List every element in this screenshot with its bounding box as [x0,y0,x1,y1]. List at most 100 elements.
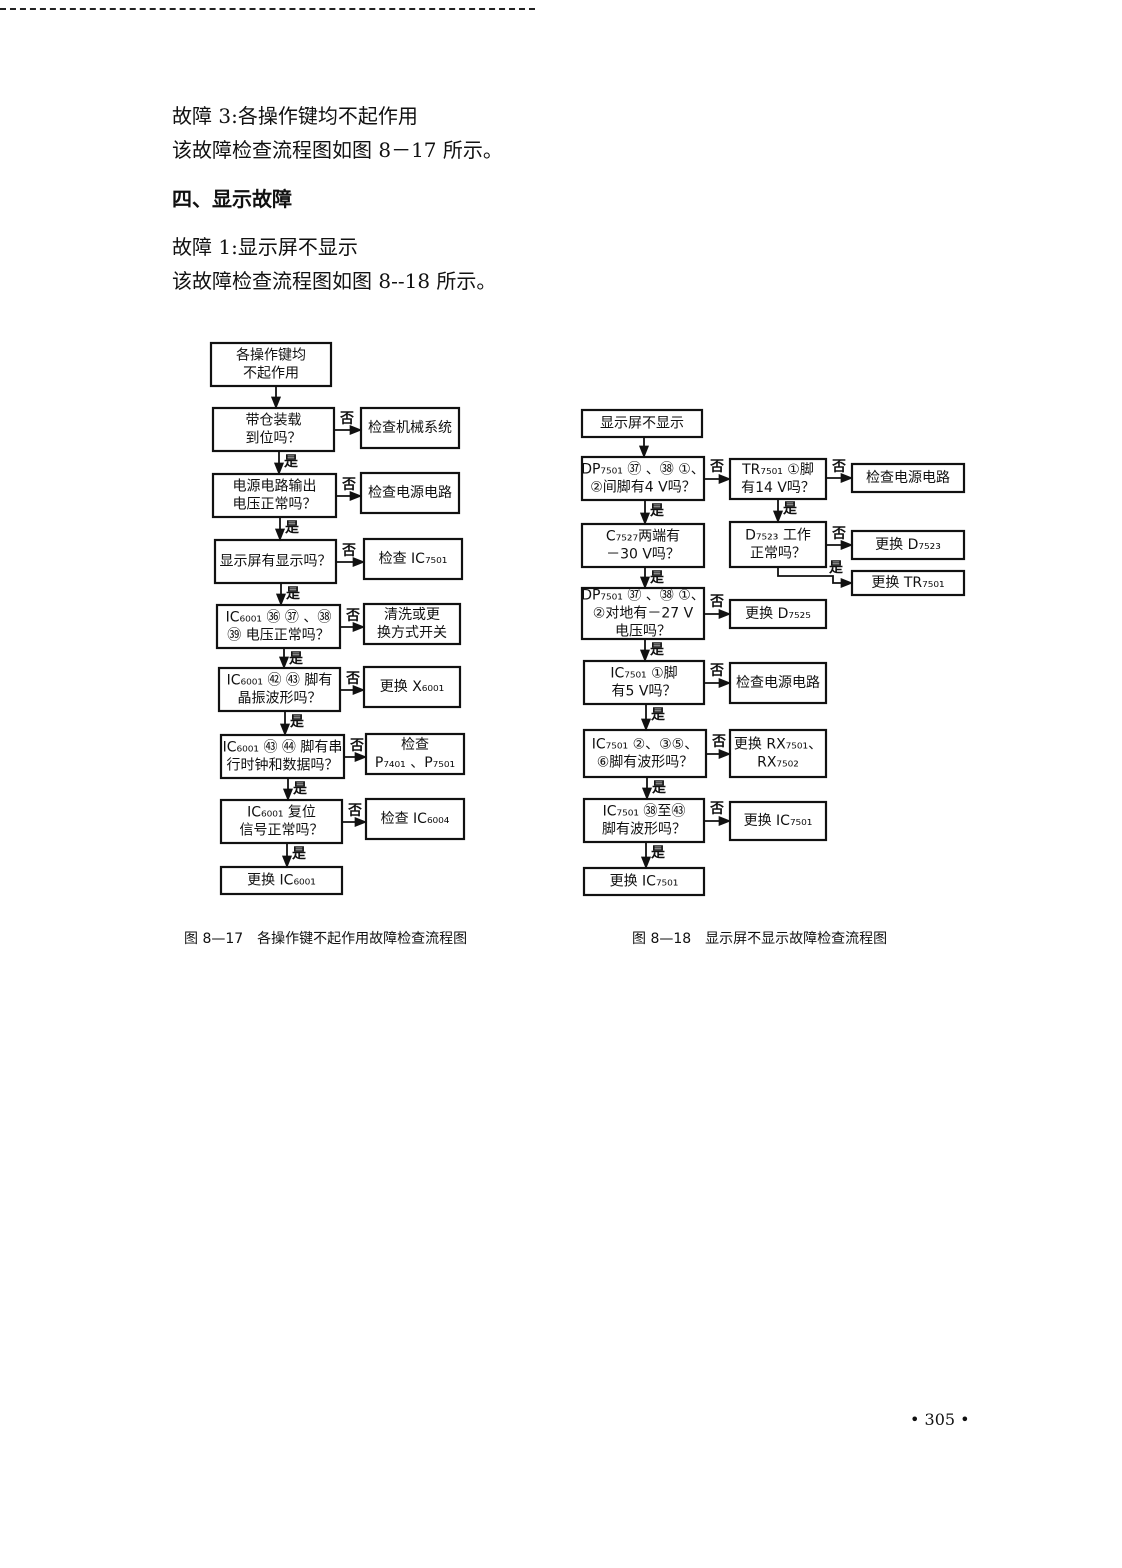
fig17-no-label: 否 [341,543,356,559]
fault1-title: 故障 1:显示屏不显示 [172,235,358,259]
fig18-no-label: 否 [831,526,846,542]
fig17-yes-label: 是 [293,781,308,797]
page-number: • 305 • [910,1410,970,1429]
fig18-check-2-text: 正常吗？ [750,546,806,562]
fig17-step-9: 更换 IC₆₀₀₁ [219,865,344,896]
fig18-action-3-text: 更换 TR₇₅₀₁ [871,574,944,591]
figure-8-17-caption: 图 8—17 各操作键不起作用故障检查流程图 [184,931,468,947]
fig18-step-6-text: ⑥脚有波形吗？ [597,755,694,771]
fig18-yes-label: 是 [651,845,666,861]
fig17-yes-label: 是 [284,454,299,470]
section-heading: 四、显示故障 [172,187,292,211]
fig18-no-label: 否 [709,594,724,610]
figure-8-18-flowchart: 显示屏不显示 DP₇₅₀₁ ㊲ 、㊳ ①、 ②间脚有4 V吗？ C₇₅₂₇两端有－30… [580,408,966,897]
fig17-yes-label: 是 [292,846,307,862]
fig17-no-label: 否 [345,608,360,624]
fig18-action-5-text: 检查电源电路 [736,675,820,691]
fig18-action-1: 检查电源电路 [850,462,966,494]
fig17-step-7-text: 行时钟和数据吗？ [227,757,339,774]
fig18-action-7: 更换 IC₇₅₀₁ [728,800,828,842]
fig18-action-5: 检查电源电路 [728,661,828,705]
fig18-yes-label: 是 [651,707,666,723]
fig18-action-2: 更换 D₇₅₂₃ [850,529,966,561]
fig17-step-2-text: 到位吗？ [246,431,302,447]
fig18-step-1: 显示屏不显示 [580,408,704,439]
fig17-yes-label: 是 [289,651,304,667]
fig18-check-1-text: TR₇₅₀₁ ①脚 [741,462,814,478]
fig18-step-1-text: 显示屏不显示 [600,416,684,432]
fig18-step-4-text: 电压吗？ [615,624,671,640]
fig18-action-6-text: RX₇₅₀₂ [757,755,799,771]
fig17-step-7-text: IC₆₀₀₁ ㊸ ㊹ 脚有串 [223,740,343,756]
fig18-no-label: 否 [709,801,724,817]
fig18-step-3: C₇₅₂₇两端有－30 V吗？ [580,522,706,569]
fig18-step-5-text: 有5 V吗？ [612,684,677,700]
fig17-action-6-text: P₇₄₀₁ 、P₇₅₀₁ [375,755,455,771]
top-dashed-rule [0,0,535,10]
fig17-yes-label: 是 [290,714,305,730]
fig18-step-6-text: IC₇₅₀₁ ②、③⑤、 [592,737,698,753]
fig17-no-label: 否 [347,803,362,819]
fig18-step-8-text: 更换 IC₇₅₀₁ [610,873,679,890]
fig18-step-2-text: ②间脚有4 V吗？ [590,480,696,496]
fig18-yes-arrow [777,567,854,589]
fig17-step-8-text: IC₆₀₀₁ 复位 [247,804,316,821]
fig17-no-label: 否 [341,477,356,493]
fig18-step-4-text: DP₇₅₀₁ ㊲ 、㊳ ①、 [581,588,705,604]
fig18-step-3-text: －30 V吗？ [606,547,680,563]
fig17-step-1-text: 不起作用 [243,366,299,382]
fig17-action-1: 检查机械系统 [359,406,461,450]
fig17-step-1: 各操作键均不起作用 [209,341,333,388]
fig18-action-6-text: 更换 RX₇₅₀₁、 [734,736,822,753]
fig18-yes-label: 是 [650,642,665,658]
fig18-yes-label: 是 [650,503,665,519]
fig17-step-3-text: 电压正常吗？ [233,497,317,513]
fig18-action-3: 更换 TR₇₅₀₁ [850,569,966,597]
fig18-step-2-text: DP₇₅₀₁ ㊲ 、㊳ ①、 [581,462,705,478]
fig17-yes-label: 是 [286,586,301,602]
fig17-no-label: 否 [345,671,360,687]
fig17-step-5-text: IC₆₀₀₁ ㊱ ㊲ 、㊳ [226,610,332,626]
fig17-step-8-text: 信号正常吗？ [240,823,324,839]
fig17-step-6-text: 晶振波形吗？ [238,691,322,707]
fig17-step-4: 显示屏有显示吗？ [213,538,338,585]
fig17-action-4-text: 清洗或更 [384,607,440,623]
fig18-action-7-text: 更换 IC₇₅₀₁ [744,812,813,829]
fig17-action-3: 检查 IC₇₅₀₁ [362,537,464,581]
fig18-check-2-text: D₇₅₂₃ 工作 [745,528,811,544]
fig17-step-1-text: 各操作键均 [236,348,306,364]
fig18-step-7-text: 脚有波形吗？ [602,822,686,838]
fig17-step-9-text: 更换 IC₆₀₀₁ [247,872,316,889]
fig17-action-4-text: 换方式开关 [377,624,447,641]
fig18-step-4-text: ②对地有－27 V [593,606,694,622]
fig17-yes-label: 是 [285,520,300,536]
fig18-action-6: 更换 RX₇₅₀₁、 RX₇₅₀₂ [728,728,828,779]
fig18-no-label: 否 [831,459,846,475]
fig17-no-label: 否 [349,738,364,754]
fault3-reference: 该故障检查流程图如图 8－17 所示。 [172,138,503,162]
fig17-no-label: 否 [339,411,354,427]
fig17-action-3-text: 检查 IC₇₅₀₁ [379,551,448,567]
fig18-yes-label: 是 [650,570,665,586]
fig17-action-2: 检查电源电路 [359,471,461,515]
fig18-step-5-text: IC₇₅₀₁ ①脚 [610,666,677,682]
fig18-action-1-text: 检查电源电路 [866,470,950,486]
fig18-action-2-text: 更换 D₇₅₂₃ [875,536,941,553]
fig18-step-4: DP₇₅₀₁ ㊲ 、㊳ ①、 ②对地有－27 V 电压吗？ [580,586,706,641]
fig17-action-5-text: 更换 X₆₀₀₁ [380,678,445,695]
fig17-action-1-text: 检查机械系统 [368,420,452,436]
fault1-reference: 该故障检查流程图如图 8--18 所示。 [172,269,497,293]
fig17-step-2-text: 带仓装载 [246,413,302,429]
